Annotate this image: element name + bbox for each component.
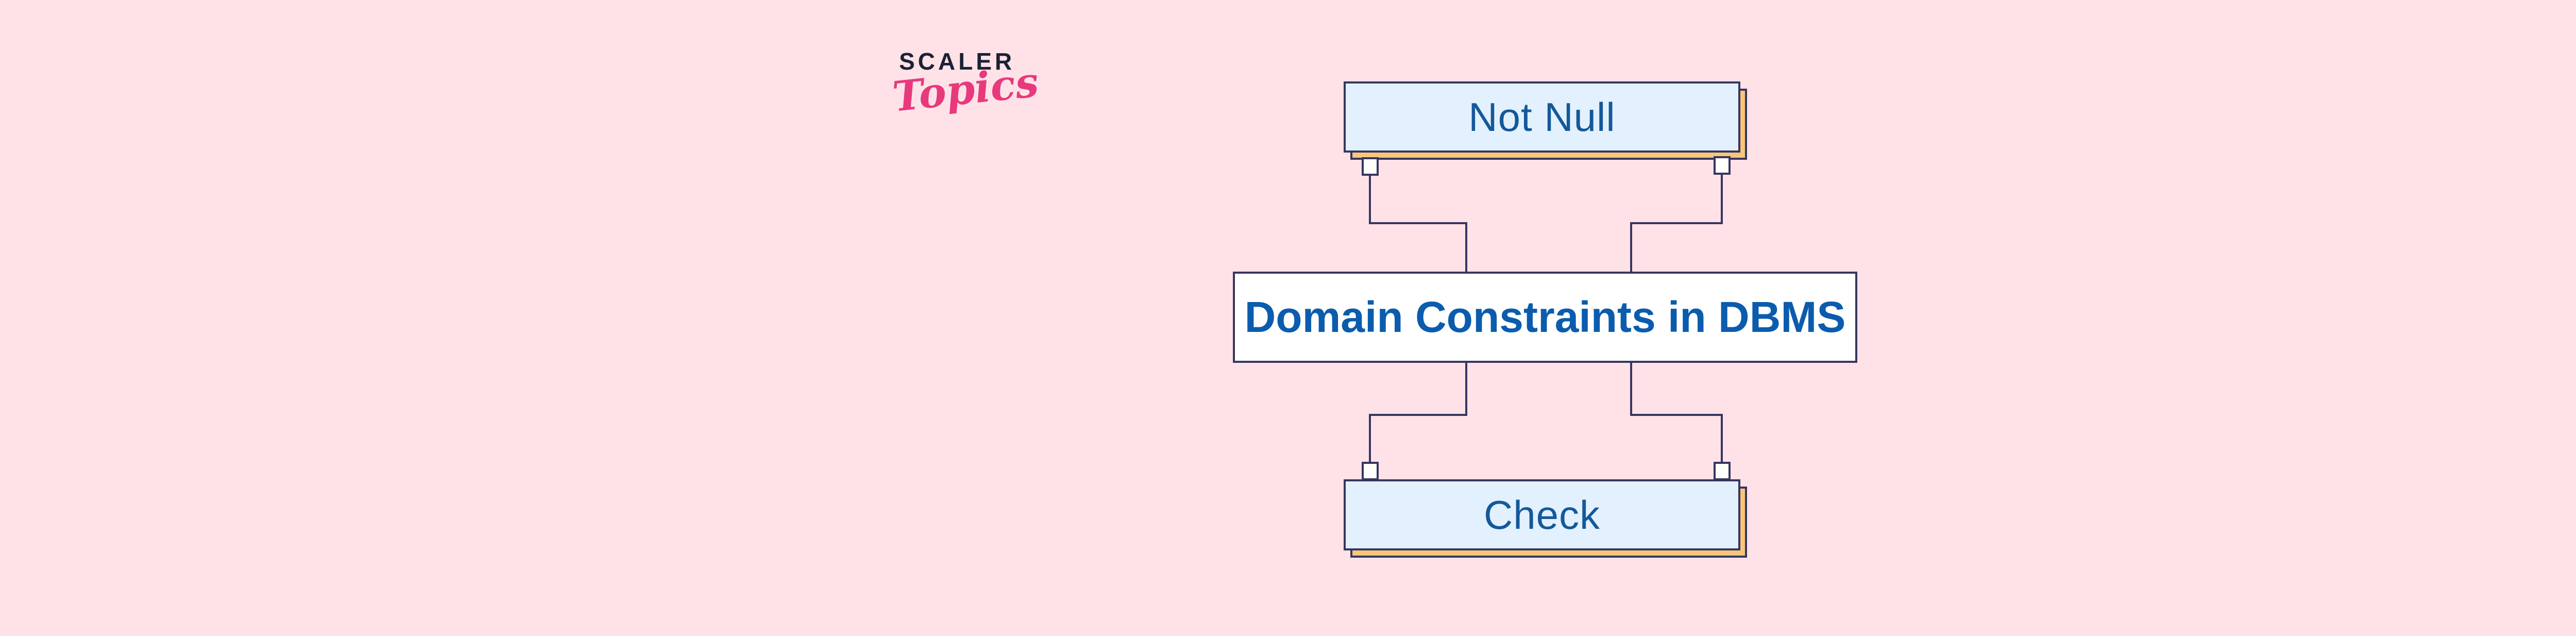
node-check-label: Check	[1483, 492, 1601, 538]
node-check: Check	[1344, 479, 1747, 558]
scaler-topics-logo: SCALER Topics	[890, 48, 1041, 121]
logo-brand-text: SCALER	[899, 48, 1015, 75]
connection-port-top-right	[1714, 156, 1731, 175]
center-title-label: Domain Constraints in DBMS	[1244, 293, 1846, 341]
connection-port-bottom-left	[1362, 462, 1379, 480]
connector-segment-bottom-left	[1369, 362, 1467, 464]
connection-port-top-left	[1362, 157, 1379, 176]
node-not-null-label: Not Null	[1468, 94, 1616, 140]
connector-segment-top-left	[1369, 173, 1467, 274]
connector-segment-bottom-right	[1630, 362, 1723, 464]
node-face: Check	[1344, 479, 1740, 550]
node-not-null: Not Null	[1344, 81, 1747, 160]
node-face: Not Null	[1344, 81, 1740, 153]
center-title-box: Domain Constraints in DBMS	[1233, 272, 1857, 363]
connector-segment-top-right	[1630, 173, 1723, 274]
connection-port-bottom-right	[1714, 462, 1731, 480]
